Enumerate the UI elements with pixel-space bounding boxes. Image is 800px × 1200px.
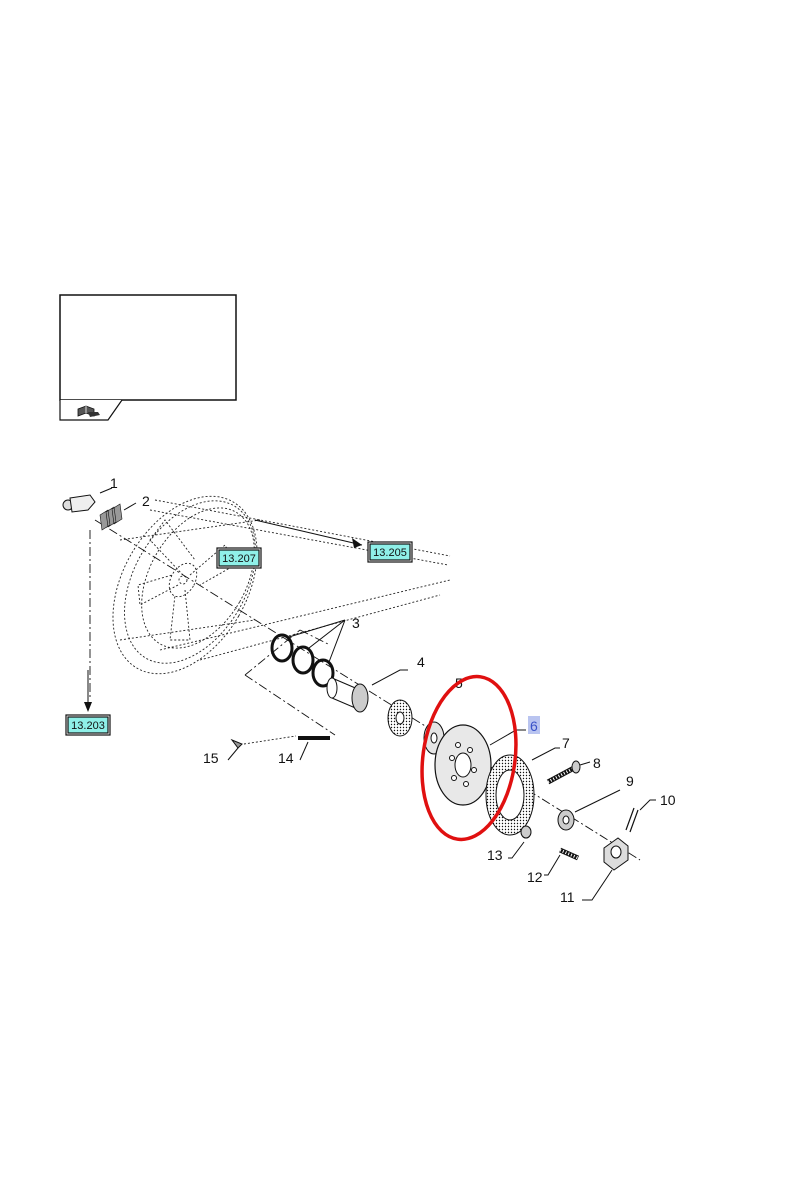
part-8-bolt — [546, 760, 591, 785]
ref-13-205[interactable]: 13.205 — [367, 541, 413, 563]
part-4-bushing — [326, 669, 408, 713]
part-12-screw — [544, 847, 580, 876]
ref-13-203[interactable]: 13.203 — [65, 714, 111, 736]
callout-6-highlight — [528, 716, 540, 734]
part-10-cotter-pin — [625, 799, 656, 833]
ref-13-205-label: 13.205 — [373, 547, 407, 559]
callout-2: 2 — [142, 493, 150, 509]
callout-8: 8 — [593, 755, 601, 771]
callout-4: 4 — [417, 654, 425, 670]
part-11-castle-nut — [582, 837, 629, 901]
book-hand-icon — [77, 405, 100, 417]
callout-numbers: 1 2 3 4 5 6 7 8 9 10 11 12 13 14 15 — [110, 475, 676, 905]
part-6-hub-plate — [434, 724, 526, 806]
callout-12: 12 — [527, 869, 543, 885]
part-9-washer — [557, 789, 621, 831]
part-2-spring — [99, 502, 137, 531]
part-14-pin — [298, 736, 330, 761]
callout-14: 14 — [278, 750, 294, 766]
callout-10: 10 — [660, 792, 676, 808]
part-15-grease-fitting — [227, 735, 297, 761]
callout-9: 9 — [626, 773, 634, 789]
ref-13-203-label: 13.203 — [71, 720, 105, 732]
pulley-wheel — [112, 495, 261, 675]
highlight-ellipse — [420, 674, 518, 842]
ref-arrows — [84, 519, 363, 712]
part-13-washer — [508, 825, 532, 859]
callout-15: 15 — [203, 750, 219, 766]
callout-11: 11 — [560, 889, 575, 905]
part-3-snap-rings — [270, 619, 346, 688]
part-1-bracket — [62, 487, 113, 513]
callout-7: 7 — [562, 735, 570, 751]
callout-3: 3 — [352, 615, 360, 631]
callout-1: 1 — [110, 475, 118, 491]
thumbnail-frame[interactable] — [59, 294, 237, 421]
belt — [149, 499, 451, 661]
callout-13: 13 — [487, 847, 503, 863]
callout-6: 6 — [530, 718, 538, 734]
part-7-ring-plate — [485, 747, 560, 836]
ref-13-207-label: 13.207 — [222, 553, 256, 565]
ref-13-207[interactable]: 13.207 — [216, 547, 262, 569]
